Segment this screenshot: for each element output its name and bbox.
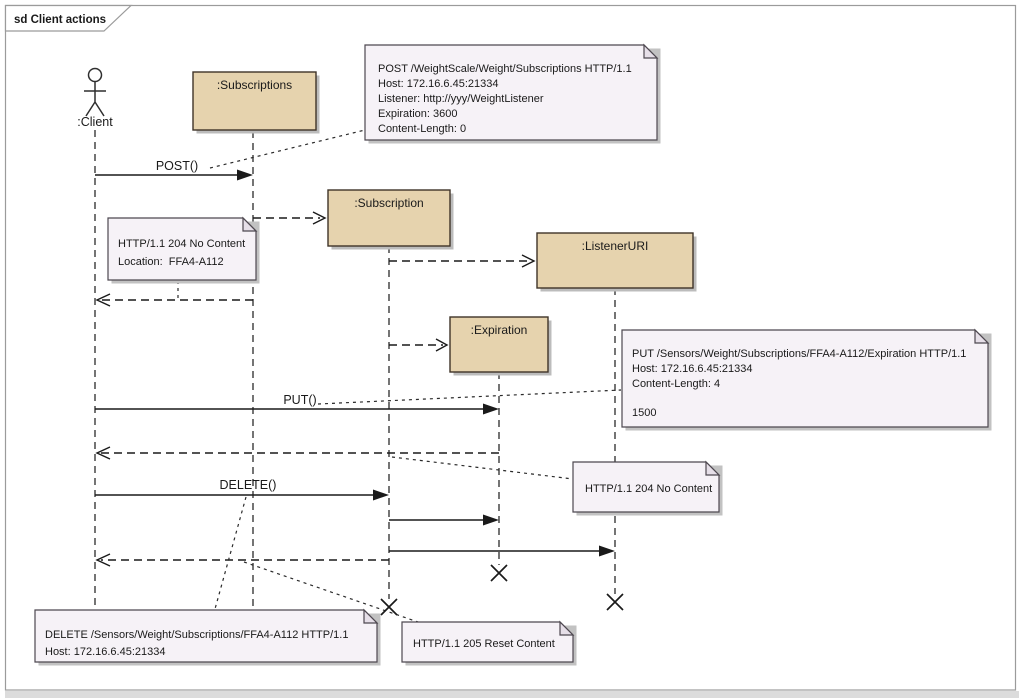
note-line: PUT /Sensors/Weight/Subscriptions/FFA4-A…	[632, 348, 966, 360]
note-line: 1500	[632, 407, 656, 419]
connector-put-request-note	[317, 389, 622, 405]
return-put-arrowhead	[95, 446, 111, 460]
note-fold-icon	[974, 328, 990, 344]
note-connectors	[177, 129, 622, 623]
note-fold-icon	[643, 43, 659, 59]
destroy-x-subscription	[380, 598, 398, 616]
actor-client: :Client	[77, 67, 113, 129]
message-put-arrowhead	[483, 403, 499, 415]
object-box-expiration	[449, 316, 549, 373]
note-delete-response	[401, 621, 574, 663]
diagram-frame	[4, 4, 1017, 691]
frame-title-tab	[4, 4, 133, 32]
message-delete-label: DELETE()	[220, 478, 277, 492]
object-label-expiration: :Expiration	[471, 323, 528, 337]
object-boxes: :Subscriptions :Subscription :ListenerUR…	[192, 71, 697, 376]
note-put-request	[621, 329, 989, 428]
connector-delete-request-note	[214, 496, 247, 610]
footer-strip	[5, 691, 1019, 698]
note-line: Listener: http://yyy/WeightListener	[378, 93, 544, 105]
notes: POST /WeightScale/Weight/Subscriptions H…	[34, 43, 992, 666]
object-label-listeneruri: :ListenerURI	[582, 239, 649, 253]
object-box-subscription	[327, 189, 451, 247]
message-post-label: POST()	[156, 159, 198, 173]
return-delete-arrowhead	[95, 553, 111, 567]
lifelines	[94, 130, 616, 608]
connector-post-request-note	[209, 129, 366, 169]
note-post-request	[364, 44, 658, 141]
note-line: HTTP/1.1 205 Reset Content	[413, 638, 555, 650]
note-line: HTTP/1.1 204 No Content	[118, 238, 245, 250]
note-line: Location: FFA4-A112	[118, 256, 224, 268]
destroy-x-expiration	[490, 564, 508, 582]
return-post-arrowhead	[95, 293, 111, 307]
create-expiration-arrowhead	[435, 338, 449, 352]
object-label-subscription: :Subscription	[354, 196, 423, 210]
note-line: DELETE /Sensors/Weight/Subscriptions/FFA…	[45, 629, 348, 641]
note-line: Host: 172.16.6.45:21334	[632, 363, 752, 375]
message-delete-arrowhead	[373, 489, 389, 501]
note-line: Expiration: 3600	[378, 108, 458, 120]
create-listeneruri-arrowhead	[521, 254, 536, 268]
actor-body	[84, 81, 106, 117]
object-label-subscriptions: :Subscriptions	[217, 78, 292, 92]
message-destroy-listeneruri-arrowhead	[599, 545, 615, 557]
connector-put-response-note	[391, 456, 574, 480]
note-post-response	[107, 217, 257, 281]
object-box-subscriptions	[192, 71, 317, 131]
object-box-listeneruri	[536, 232, 694, 289]
messages: POST() PUT() DELETE()	[95, 159, 615, 567]
note-line: Host: 172.16.6.45:21334	[45, 646, 165, 658]
frame-title: sd Client actions	[14, 14, 106, 26]
note-fold-icon	[363, 608, 379, 624]
note-put-response	[572, 461, 720, 513]
note-line: HTTP/1.1 204 No Content	[585, 483, 712, 495]
actor-label: :Client	[77, 115, 113, 129]
create-subscription-arrowhead	[312, 211, 327, 225]
note-line: POST /WeightScale/Weight/Subscriptions H…	[378, 63, 632, 75]
note-fold-icon	[559, 620, 575, 636]
note-fold-icon	[242, 216, 258, 232]
note-line: Content-Length: 0	[378, 123, 466, 135]
note-line: Host: 172.16.6.45:21334	[378, 78, 498, 90]
note-line: Content-Length: 4	[632, 378, 720, 390]
connector-delete-response-note	[243, 561, 419, 623]
message-post-arrowhead	[237, 169, 253, 181]
destroy-x-listeneruri	[606, 593, 624, 611]
message-destroy-expiration-arrowhead	[483, 514, 499, 526]
message-put-label: PUT()	[283, 393, 316, 407]
note-delete-request	[34, 609, 378, 663]
note-fold-icon	[705, 460, 721, 476]
destroy-marks	[380, 564, 624, 616]
